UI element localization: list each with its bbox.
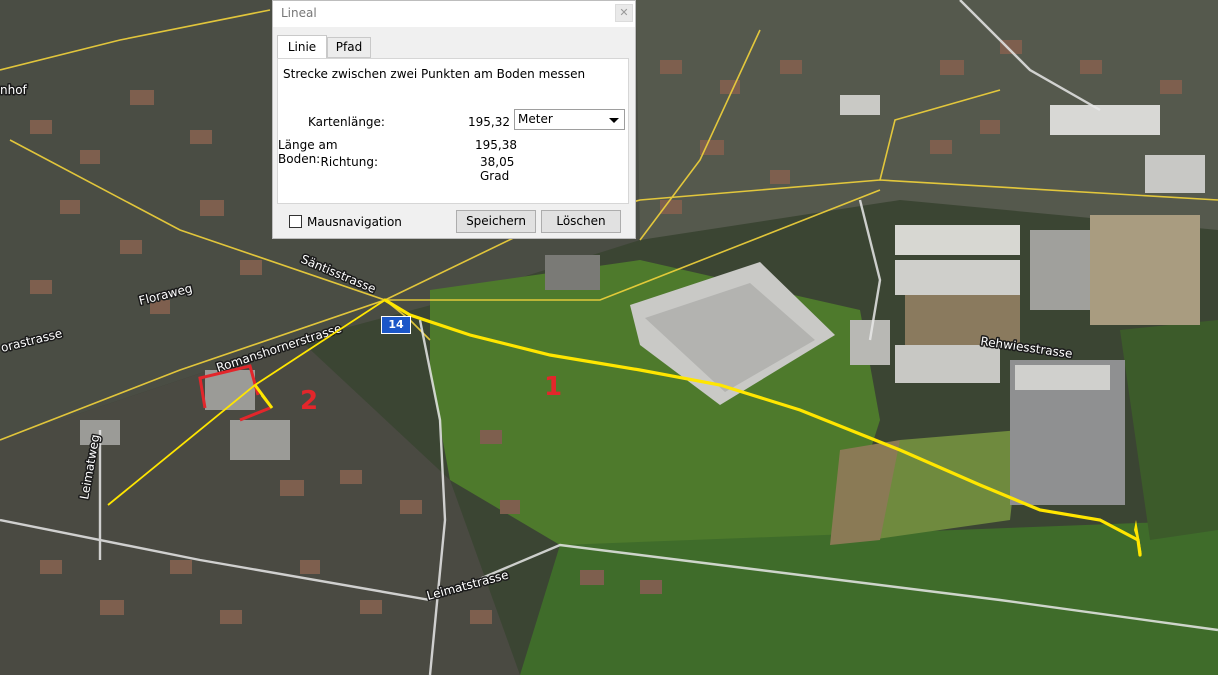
- tab-panel-linie: Strecke zwischen zwei Punkten am Boden m…: [277, 58, 629, 204]
- heading-value: 38,05 Grad: [480, 155, 515, 183]
- path-end-marker: [1134, 520, 1142, 555]
- unit-selected: Meter: [518, 112, 553, 126]
- ground-length-label: Länge am Boden:: [278, 138, 338, 166]
- map-length-label: Kartenlänge:: [308, 115, 385, 129]
- tab-linie[interactable]: Linie: [277, 35, 327, 59]
- road-label-nhof: nhof: [0, 83, 28, 97]
- close-icon[interactable]: ✕: [615, 4, 633, 22]
- drawn-path[interactable]: [383, 298, 1142, 557]
- path-start-marker: [253, 384, 274, 409]
- chevron-down-icon: [609, 118, 619, 123]
- red-outline-marker: [198, 364, 260, 409]
- route-14-shield: 14: [381, 316, 411, 334]
- annotation-1: 1: [544, 372, 563, 402]
- dialog-title: Lineal: [281, 6, 317, 20]
- unit-dropdown[interactable]: Meter: [514, 109, 625, 130]
- annotation-2: 2: [300, 386, 319, 416]
- tab-pfad[interactable]: Pfad: [327, 37, 371, 58]
- heading-label: Richtung:: [320, 155, 378, 169]
- dialog-titlebar[interactable]: Lineal ✕: [273, 1, 635, 27]
- map-length-value: 195,32: [468, 115, 510, 129]
- ruler-dialog: Lineal ✕ Linie Pfad Strecke zwischen zwe…: [272, 0, 636, 239]
- mouse-navigation-label[interactable]: Mausnavigation: [307, 215, 402, 229]
- red-underline-marker: [239, 406, 271, 422]
- measure-description: Strecke zwischen zwei Punkten am Boden m…: [283, 67, 586, 81]
- save-button[interactable]: Speichern: [456, 210, 536, 233]
- ground-length-value: 195,38: [475, 138, 517, 152]
- clear-button[interactable]: Löschen: [541, 210, 621, 233]
- mouse-navigation-checkbox[interactable]: [289, 215, 302, 228]
